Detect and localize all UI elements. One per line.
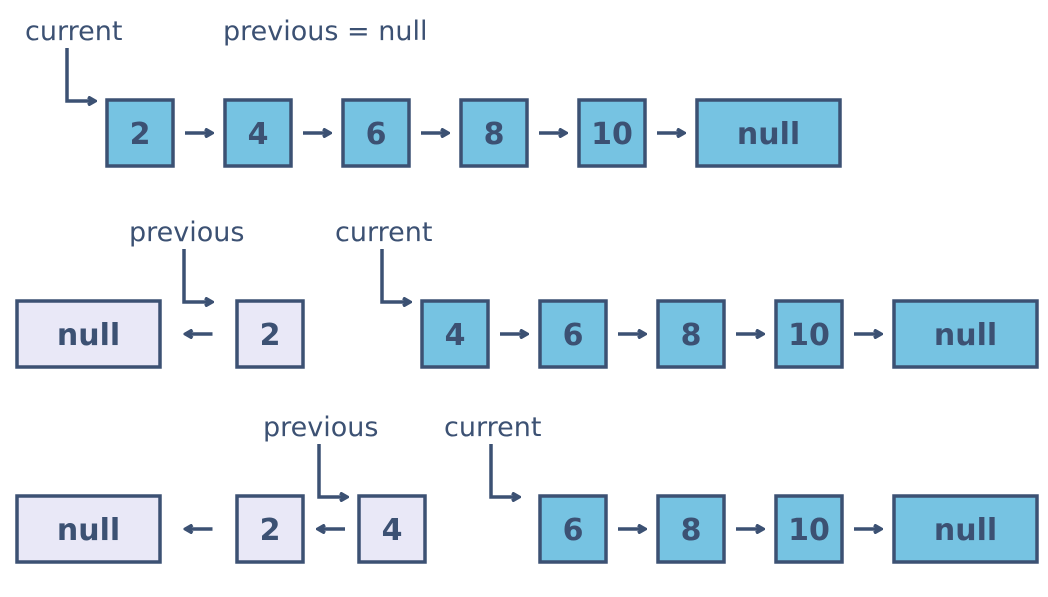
list-node: 8 [656,299,726,369]
current-label: current [25,16,122,47]
current-pointer-arrow [380,249,409,302]
row-2: previous current null 2 4 6 8 10 null [15,217,1039,369]
node-box [538,494,608,564]
node-box [656,299,726,369]
node-value: 6 [563,318,584,353]
current-label: current [335,217,432,248]
node-box [357,494,427,564]
node-value: 8 [681,513,702,548]
node-box [695,98,842,168]
null-node: null [892,494,1039,564]
null-node: null [15,299,162,369]
null-node: null [695,98,842,168]
node-value: 2 [260,513,281,548]
row-3: previous current null 2 4 6 8 10 null [15,412,1039,564]
node-box [656,494,726,564]
node-value: 4 [382,513,403,548]
node-value: 8 [681,318,702,353]
node-box [341,98,411,168]
node-box [235,494,305,564]
list-node: 6 [538,494,608,564]
node-value: 4 [248,117,269,152]
list-node: 2 [105,98,175,168]
node-box [892,494,1039,564]
node-box [223,98,293,168]
current-label: current [444,412,541,443]
node-box [538,299,608,369]
list-node: 6 [341,98,411,168]
list-node: 10 [577,98,647,168]
previous-label: previous [263,412,378,443]
previous-pointer-arrow [182,249,211,302]
list-node: 4 [357,494,427,564]
node-value: null [934,513,997,548]
previous-pointer-arrow [317,444,346,497]
node-value: 6 [563,513,584,548]
null-node: null [892,299,1039,369]
list-node: 4 [420,299,490,369]
list-node: 10 [774,494,844,564]
node-box [15,299,162,369]
list-node: 6 [538,299,608,369]
node-value: 10 [788,318,830,353]
list-node: 2 [235,494,305,564]
list-node: 10 [774,299,844,369]
list-node: 8 [656,494,726,564]
node-value: null [57,318,120,353]
node-value: 4 [445,318,466,353]
current-pointer-arrow [65,48,94,101]
node-value: null [737,117,800,152]
node-box [459,98,529,168]
node-value: 8 [484,117,505,152]
node-value: 2 [260,318,281,353]
previous-label: previous [129,217,244,248]
list-node: 4 [223,98,293,168]
row-1: current previous = null 2 4 6 8 10 null [25,16,842,168]
node-value: 10 [788,513,830,548]
node-box [15,494,162,564]
node-value: 6 [366,117,387,152]
list-node: 2 [235,299,305,369]
node-box [105,98,175,168]
current-pointer-arrow [489,444,518,497]
null-node: null [15,494,162,564]
node-value: null [934,318,997,353]
node-box [420,299,490,369]
node-value: 10 [591,117,633,152]
node-box [774,494,844,564]
list-node: 8 [459,98,529,168]
node-box [235,299,305,369]
previous-label: previous = null [223,16,427,47]
node-value: 2 [130,117,151,152]
node-value: null [57,513,120,548]
node-box [892,299,1039,369]
node-box [577,98,647,168]
node-box [774,299,844,369]
